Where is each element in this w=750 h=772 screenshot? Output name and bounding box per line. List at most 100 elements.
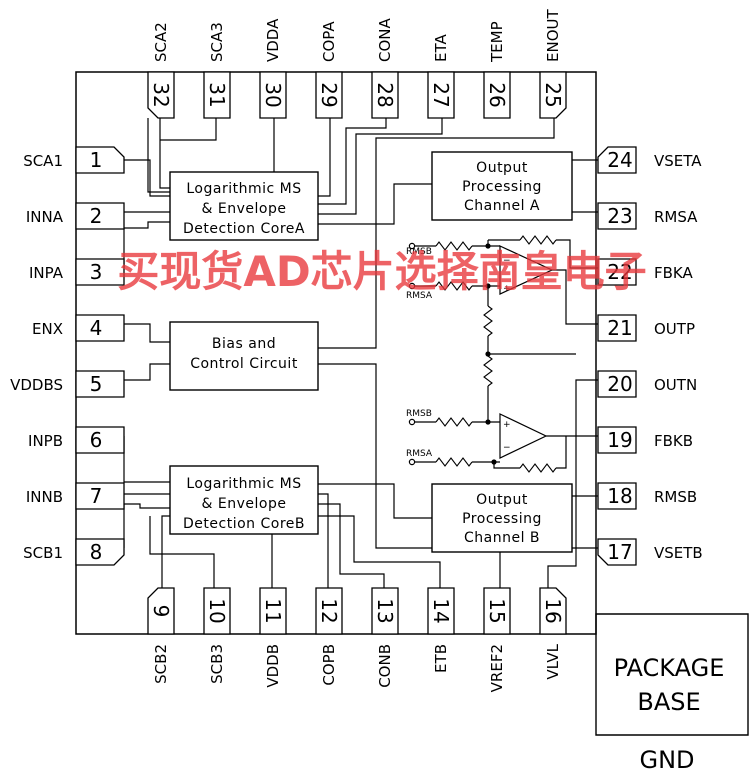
pin-7-number: 7 [90, 484, 103, 508]
pin-27-box [427, 71, 455, 119]
output-a-line2: Processing [462, 179, 542, 195]
pin-28-number: 28 [373, 82, 397, 107]
pin-15-label: VREF2 [488, 644, 506, 692]
output-b-line2: Processing [462, 511, 542, 527]
pin-19-box [597, 426, 637, 454]
pin-11-box [259, 587, 287, 635]
pin-16-box [539, 587, 567, 635]
pin-10-number: 10 [205, 598, 229, 623]
pin-32-label: SCA2 [152, 22, 170, 62]
pin-29-number: 29 [317, 82, 341, 107]
pin-24-label: VSETA [654, 152, 702, 170]
pin-8-box [75, 538, 125, 566]
bias-line2: Control Circuit [190, 356, 298, 372]
pin-19-label: FBKB [654, 432, 693, 450]
pin-25-label: ENOUT [544, 9, 562, 62]
pin-12-box [315, 587, 343, 635]
pin-30-label: VDDA [264, 18, 282, 62]
pin-25-number: 25 [541, 82, 565, 107]
pin-6-label: INPB [28, 432, 63, 450]
pin-23-label: RMSA [654, 208, 698, 226]
pin-12-label: COPB [320, 644, 338, 686]
output-a-block [431, 151, 573, 221]
pin-9-number: 9 [149, 605, 173, 618]
pin-25-box [539, 71, 567, 119]
pin-17-box [597, 538, 637, 566]
pin-31-number: 31 [205, 82, 229, 107]
pin-16-number: 16 [541, 598, 565, 623]
pin-14-box [427, 587, 455, 635]
pin-19-number: 19 [607, 428, 632, 452]
opamp-a-plus: + [503, 284, 511, 294]
pin-2-number: 2 [90, 204, 103, 228]
pin-23-number: 23 [607, 204, 632, 228]
pin-18-box [597, 482, 637, 510]
pin-15-number: 15 [485, 598, 509, 623]
pin-21-number: 21 [607, 316, 632, 340]
pin-8-label: SCB1 [23, 544, 63, 562]
core-a-block [169, 171, 319, 241]
pin-6-number: 6 [90, 428, 103, 452]
pin-30-number: 30 [261, 82, 285, 107]
watermark-text: 买现货AD芯片选择南皇电子 [117, 247, 646, 296]
pin-24-box [597, 146, 637, 174]
output-a-line1: Output [476, 160, 528, 176]
pin-9-label: SCB2 [152, 644, 170, 684]
pin-6-box [75, 426, 125, 454]
pin-3-label: INPA [29, 264, 64, 282]
pin-5-number: 5 [90, 372, 103, 396]
pin-5-label: VDDBS [10, 376, 63, 394]
pin-32-box [147, 71, 175, 119]
pin-16-label: VLVL [544, 643, 562, 679]
pin-3-number: 3 [90, 260, 103, 284]
pin-20-number: 20 [607, 372, 632, 396]
pin-22-box [597, 258, 637, 286]
package-base-outline [595, 613, 749, 736]
pin-26-box [483, 71, 511, 119]
core-b-line2: & Envelope [202, 496, 287, 512]
pin-20-box [597, 370, 637, 398]
pin-10-label: SCB3 [208, 644, 226, 684]
pin-17-label: VSETB [654, 544, 703, 562]
pin-28-label: CONA [376, 17, 394, 62]
pin-14-label: ETB [432, 644, 450, 673]
rmsb-label-bottom: RMSB [406, 409, 432, 419]
core-a-line2: & Envelope [202, 201, 287, 217]
pin-22-label: FBKA [654, 264, 693, 282]
rmsb-label-top: RMSB [406, 247, 432, 257]
pin-9-box [147, 587, 175, 635]
core-b-line1: Logarithmic MS [186, 476, 301, 492]
pin-31-label: SCA3 [208, 22, 226, 62]
pin-29-label: COPA [320, 21, 338, 62]
pin-14-number: 14 [429, 598, 453, 623]
pin-10-box [203, 587, 231, 635]
pin-8-number: 8 [90, 540, 103, 564]
pin-24-number: 24 [607, 148, 632, 172]
pin-15-box [483, 587, 511, 635]
pin-2-box [75, 202, 125, 230]
pin-4-box [75, 314, 125, 342]
junctions [408, 242, 497, 466]
opamp-a-minus: − [503, 256, 511, 266]
core-a-line1: Logarithmic MS [186, 181, 301, 197]
output-b-line3: Channel B [464, 530, 540, 546]
bias-block [169, 321, 319, 391]
pin-1-box [75, 146, 125, 174]
pin-4-number: 4 [90, 316, 103, 340]
pin-30-box [259, 71, 287, 119]
pin-28-box [371, 71, 399, 119]
pin-27-number: 27 [429, 82, 453, 107]
opamp-b-minus: − [503, 443, 511, 453]
pin-4-label: ENX [32, 320, 63, 338]
pin-1-label: SCA1 [23, 152, 63, 170]
pin-18-label: RMSB [654, 488, 697, 506]
pin-27-label: ETA [432, 34, 450, 62]
pin-2-label: INNA [26, 208, 64, 226]
pin-13-box [371, 587, 399, 635]
internal-wiring [123, 118, 598, 600]
core-a-line3: Detection CoreA [183, 221, 305, 237]
package-base-label-1: PACKAGE [614, 654, 725, 682]
pin-7-label: INNB [26, 488, 63, 506]
pin-1-number: 1 [90, 148, 103, 172]
output-b-line1: Output [476, 492, 528, 508]
